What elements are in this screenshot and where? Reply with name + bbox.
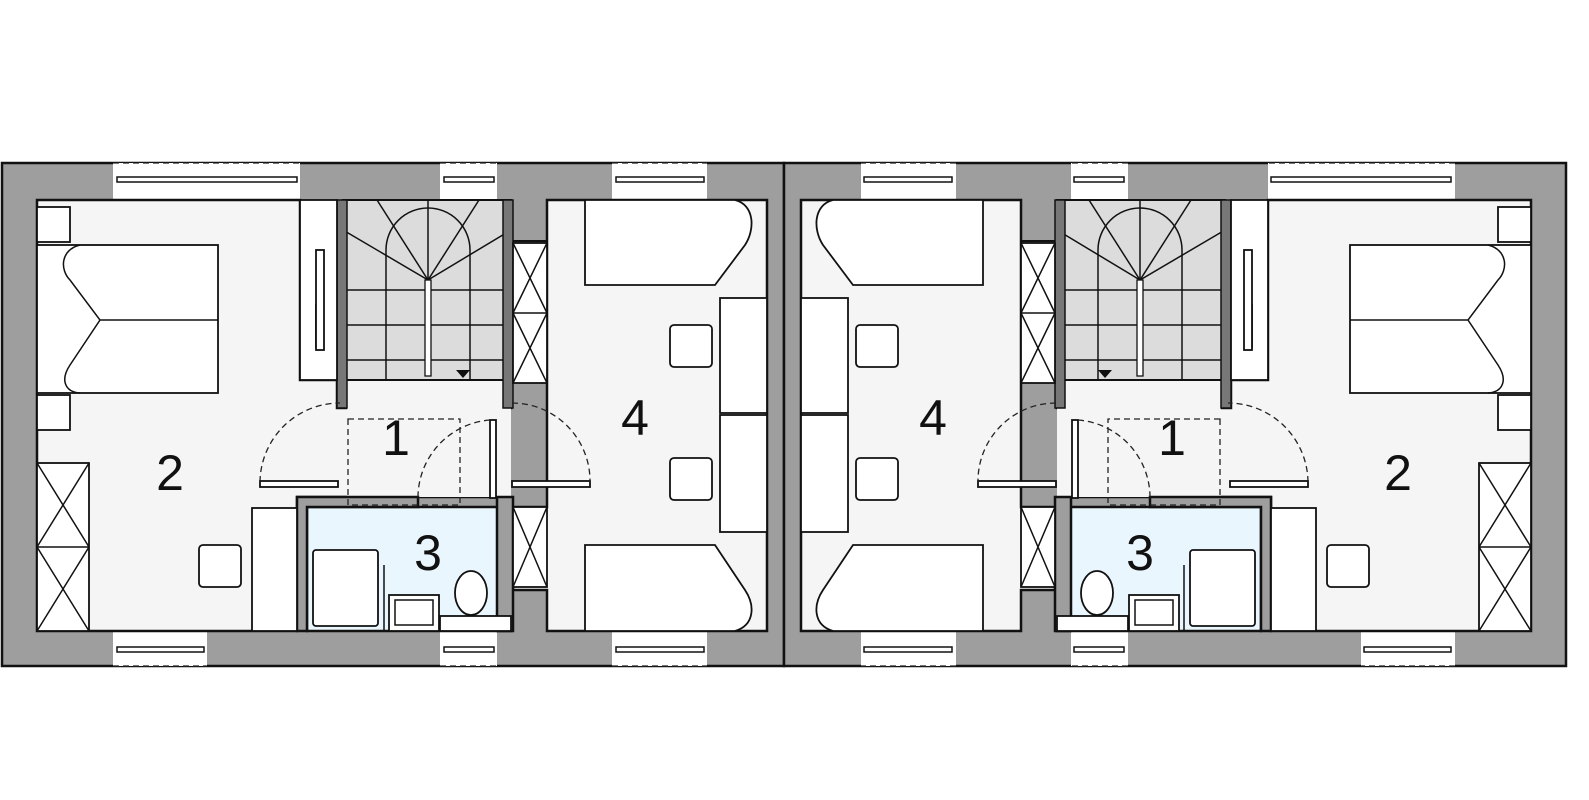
room-label-room: 4 bbox=[919, 390, 947, 446]
room-label-bathroom: 3 bbox=[414, 525, 442, 581]
room-label-bedroom: 2 bbox=[156, 445, 184, 501]
room-label-bathroom: 3 bbox=[1126, 525, 1154, 581]
room-label-hall: 1 bbox=[382, 410, 410, 466]
room-label-hall: 1 bbox=[1158, 410, 1186, 466]
room-label-bedroom: 2 bbox=[1384, 445, 1412, 501]
room-label-room: 4 bbox=[621, 390, 649, 446]
